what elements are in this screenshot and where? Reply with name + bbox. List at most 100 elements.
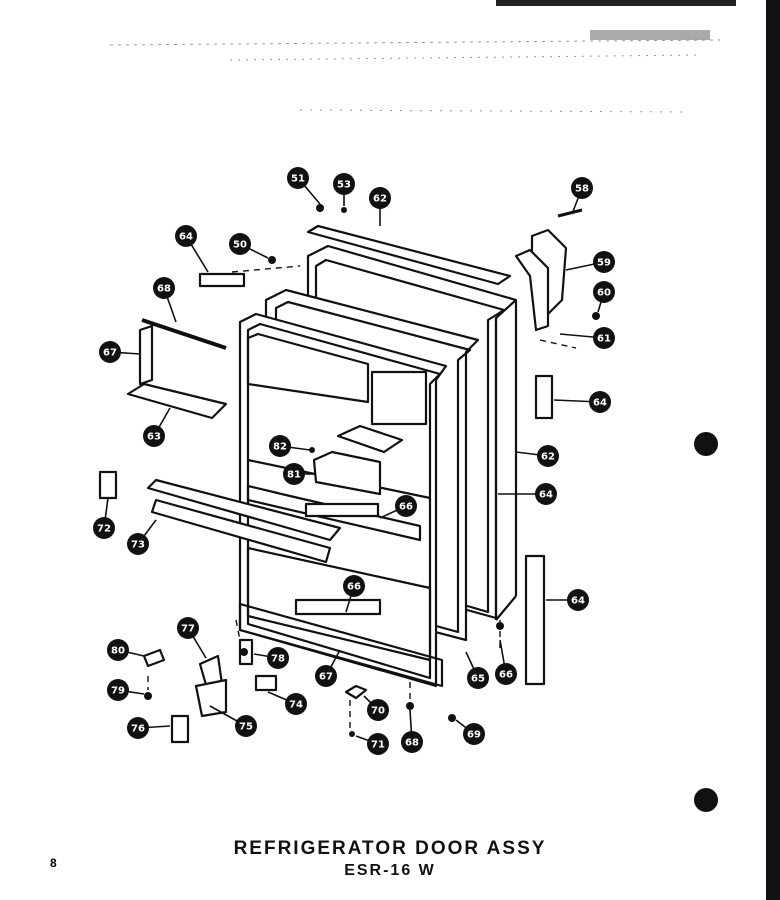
callout-label: 80 bbox=[111, 646, 125, 657]
screw bbox=[592, 312, 600, 320]
callout-bubble bbox=[593, 327, 615, 349]
door-seal-strip bbox=[524, 554, 546, 686]
callout-66: 66 bbox=[495, 639, 517, 685]
egg-bin bbox=[312, 450, 382, 496]
bottom-trim bbox=[238, 602, 444, 688]
callout-bubble bbox=[229, 233, 251, 255]
callout-label: 67 bbox=[319, 672, 333, 683]
callout-82: 82 bbox=[269, 435, 311, 457]
callout-label: 82 bbox=[273, 442, 287, 453]
callout-78: 78 bbox=[253, 647, 289, 669]
upper-rack bbox=[304, 502, 380, 518]
screw bbox=[309, 447, 315, 453]
screw bbox=[316, 204, 324, 212]
callout-label: 66 bbox=[347, 582, 361, 593]
callout-69: 69 bbox=[455, 719, 485, 745]
screw bbox=[268, 256, 276, 264]
callout-64: 64 bbox=[546, 589, 589, 611]
callout-65: 65 bbox=[465, 651, 489, 689]
callout-bubble bbox=[127, 717, 149, 739]
page-number: 8 bbox=[50, 856, 57, 870]
callout-bubble bbox=[567, 589, 589, 611]
screw bbox=[144, 692, 152, 700]
callout-label: 50 bbox=[233, 240, 247, 251]
callout-58: 58 bbox=[571, 177, 593, 215]
screw bbox=[240, 648, 248, 656]
callout-label: 64 bbox=[593, 398, 607, 409]
callout-bubble bbox=[593, 251, 615, 273]
callout-64: 64 bbox=[553, 391, 611, 413]
top-hinge bbox=[514, 228, 568, 332]
stop-block bbox=[344, 684, 368, 700]
callout-53: 53 bbox=[333, 173, 355, 206]
bottle-tray bbox=[126, 382, 228, 420]
callout-label: 60 bbox=[597, 288, 611, 299]
callout-bubble bbox=[269, 435, 291, 457]
callout-80: 80 bbox=[107, 639, 145, 661]
callout-72: 72 bbox=[93, 497, 115, 539]
callout-bubble bbox=[99, 341, 121, 363]
callout-bubble bbox=[93, 517, 115, 539]
binder-hole bbox=[694, 788, 718, 812]
callout-74: 74 bbox=[267, 691, 307, 715]
callout-62: 62 bbox=[515, 445, 559, 467]
callout-bubble bbox=[287, 167, 309, 189]
callout-bubble bbox=[127, 533, 149, 555]
callout-bubble bbox=[401, 731, 423, 753]
callout-label: 81 bbox=[287, 470, 301, 481]
mid-shelf bbox=[336, 424, 404, 454]
callout-label: 65 bbox=[471, 674, 485, 685]
model-number: ESR-16 W bbox=[344, 862, 436, 879]
callout-61: 61 bbox=[559, 327, 615, 349]
callout-bubble bbox=[177, 617, 199, 639]
callout-group: 5153625864505960616867636482816264727366… bbox=[93, 167, 615, 755]
callout-label: 58 bbox=[575, 184, 589, 195]
callout-label: 70 bbox=[371, 706, 385, 717]
screw bbox=[496, 622, 504, 630]
header-smudge bbox=[109, 0, 736, 113]
callout-label: 61 bbox=[597, 334, 611, 345]
callout-bubble bbox=[537, 445, 559, 467]
callout-label: 79 bbox=[111, 686, 125, 697]
callout-79: 79 bbox=[107, 679, 145, 701]
callout-label: 69 bbox=[467, 730, 481, 741]
callout-62: 62 bbox=[369, 187, 391, 226]
callout-66: 66 bbox=[343, 575, 365, 613]
callout-label: 74 bbox=[289, 700, 303, 711]
callout-bubble bbox=[367, 699, 389, 721]
callout-bubble bbox=[333, 173, 355, 195]
callout-68: 68 bbox=[153, 277, 177, 323]
callout-bubble bbox=[589, 391, 611, 413]
callout-label: 67 bbox=[103, 348, 117, 359]
callout-70: 70 bbox=[363, 695, 389, 721]
top-trim-strip bbox=[306, 224, 512, 286]
callout-label: 68 bbox=[157, 284, 171, 295]
callout-label: 75 bbox=[239, 722, 253, 733]
callout-bubble bbox=[235, 715, 257, 737]
screw bbox=[448, 714, 456, 722]
callout-73: 73 bbox=[127, 519, 157, 555]
hinge-plate bbox=[170, 714, 190, 744]
callout-59: 59 bbox=[565, 251, 615, 273]
callout-label: 53 bbox=[337, 180, 351, 191]
callout-67: 67 bbox=[99, 341, 141, 363]
door-handle bbox=[146, 478, 342, 564]
callout-bubble bbox=[283, 463, 305, 485]
callout-label: 73 bbox=[131, 540, 145, 551]
callout-bubble bbox=[107, 679, 129, 701]
dairy-rack bbox=[294, 598, 382, 616]
callout-bubble bbox=[495, 663, 517, 685]
diagram-title: REFRIGERATOR DOOR ASSY bbox=[233, 838, 547, 859]
callout-bubble bbox=[343, 575, 365, 597]
callout-label: 64 bbox=[179, 232, 193, 243]
callout-label: 77 bbox=[181, 624, 195, 635]
callout-71: 71 bbox=[355, 733, 389, 755]
callout-81: 81 bbox=[283, 463, 316, 485]
lower-hinge bbox=[194, 638, 278, 718]
callout-75: 75 bbox=[209, 705, 257, 737]
callout-bubble bbox=[315, 665, 337, 687]
callout-bubble bbox=[143, 425, 165, 447]
left-bracket bbox=[138, 324, 154, 386]
callout-bubble bbox=[107, 639, 129, 661]
